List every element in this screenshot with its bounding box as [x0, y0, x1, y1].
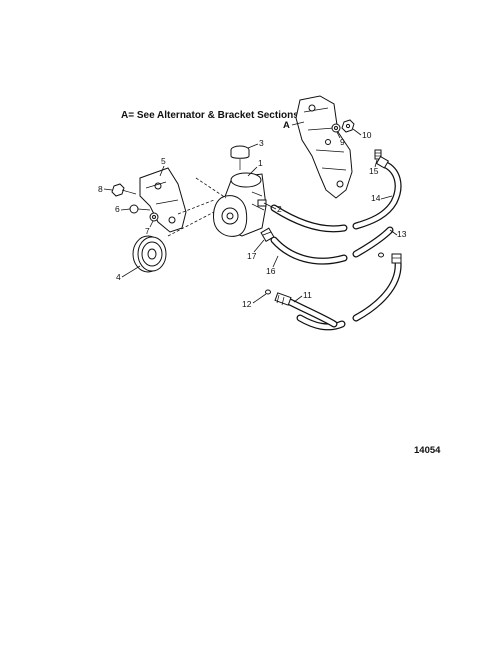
clip-12	[265, 289, 271, 295]
callout-2: 2	[263, 202, 282, 214]
callout-5: 5	[159, 156, 166, 177]
svg-text:13: 13	[397, 229, 407, 239]
svg-text:14: 14	[371, 193, 381, 203]
figure-number: 14054	[414, 445, 441, 456]
callout-15: 15	[369, 159, 379, 176]
svg-text:10: 10	[362, 130, 372, 140]
callout-1: 1	[247, 158, 263, 177]
callout-10: 10	[352, 128, 372, 140]
header-note: A= See Alternator & Bracket Sections	[121, 110, 299, 121]
callout-11: 11	[293, 290, 312, 303]
svg-text:4: 4	[116, 272, 121, 282]
svg-text:6: 6	[115, 204, 120, 214]
callout-3: 3	[247, 138, 264, 149]
reservoir-cap-3	[230, 145, 250, 170]
pulley-4	[132, 235, 167, 273]
svg-text:12: 12	[242, 299, 252, 309]
svg-text:7: 7	[145, 226, 150, 236]
fitting-13-end	[378, 252, 384, 258]
callout-8: 8	[98, 184, 113, 194]
washer-9	[331, 123, 341, 133]
callout-16: 16	[266, 255, 279, 276]
svg-text:3: 3	[259, 138, 264, 148]
svg-text:16: 16	[266, 266, 276, 276]
svg-text:17: 17	[247, 251, 257, 261]
power-steering-pump	[213, 172, 267, 237]
pump-bracket-5	[139, 167, 187, 233]
fitting-15	[374, 149, 382, 160]
svg-text:11: 11	[303, 290, 312, 300]
callout-14: 14	[371, 193, 393, 203]
fitting-17	[260, 227, 275, 243]
svg-text:8: 8	[98, 184, 103, 194]
svg-text:1: 1	[258, 158, 263, 168]
callout-4: 4	[116, 265, 141, 282]
nut-10	[341, 119, 355, 133]
washer-7	[149, 212, 159, 222]
callout-9: 9	[336, 131, 345, 147]
svg-text:2: 2	[277, 204, 282, 214]
detail-ref-label: A	[283, 120, 290, 131]
callout-7: 7	[145, 220, 154, 236]
bolt-6	[129, 204, 151, 214]
svg-text:9: 9	[340, 137, 345, 147]
callout-6: 6	[115, 204, 131, 214]
hose-14	[270, 155, 402, 233]
svg-text:5: 5	[161, 156, 166, 166]
callout-13: 13	[389, 229, 407, 239]
svg-text:15: 15	[369, 166, 379, 176]
alternator-bracket	[295, 95, 353, 199]
hose-13	[296, 253, 402, 331]
bolt-8	[111, 183, 137, 197]
callout-12: 12	[242, 293, 267, 309]
callout-17: 17	[247, 239, 265, 261]
hose-16	[270, 226, 394, 265]
hose-11	[274, 292, 338, 328]
